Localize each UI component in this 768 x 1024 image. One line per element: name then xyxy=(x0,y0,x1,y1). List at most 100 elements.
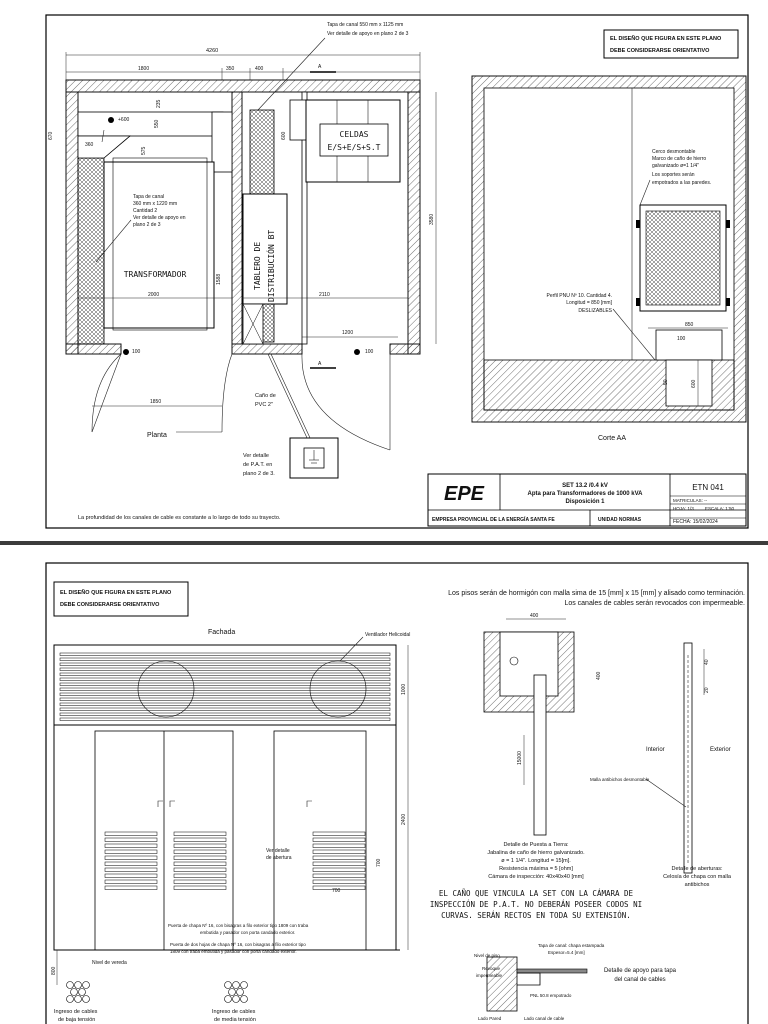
sheet-1-drawing: EL DISEÑO QUE FIGURA EN ESTE PLANO DEBE … xyxy=(45,14,749,529)
epe-logo: EPE xyxy=(444,483,485,505)
title-line-1: SET 13.2 /0.4 kV xyxy=(562,483,608,489)
pat-detail-3: ø = 1 1/4". Longitud = 15[m]. xyxy=(501,858,571,864)
ver-pat-2: de P.A.T. en xyxy=(243,462,272,468)
section-mark-a-top: A xyxy=(318,64,322,70)
cable-duct-circle xyxy=(66,995,74,1003)
cable-duct-circle xyxy=(232,995,240,1003)
tapa-apoyo-1: Tapa de canal: chapa estampada xyxy=(538,943,605,948)
door-louver-slat xyxy=(104,843,158,848)
door-louver-slat xyxy=(104,879,158,884)
cano-pvc-2: PVC 2" xyxy=(255,402,273,408)
dim-700-horizontal: 700 xyxy=(332,888,341,894)
louver-slat xyxy=(59,662,391,666)
transformador-label: TRANSFORMADOR xyxy=(124,270,187,279)
dim-4260: 4260 xyxy=(206,48,218,54)
ventilador-label: Ventilador Helicoidal xyxy=(365,632,410,638)
puerta2-line-2: 1809 con traba embutida y pasador con po… xyxy=(170,949,297,954)
revoque-1: Revoque xyxy=(482,966,501,971)
ver-pat-1: Ver detalle xyxy=(243,453,269,459)
door-louver-slat xyxy=(104,873,158,878)
louver-slat xyxy=(59,687,391,691)
abertura-detail-1: Detalle de aberturas: xyxy=(671,866,723,872)
title-line-3: Disposición 1 xyxy=(565,499,605,505)
door-louver-slat xyxy=(173,861,227,866)
dim-670: 670 xyxy=(48,131,54,140)
plan-walls xyxy=(65,79,421,355)
sheet-2-drawing: EL DISEÑO QUE FIGURA EN ESTE PLANO DEBE … xyxy=(45,562,749,1024)
door-louver-slat xyxy=(173,831,227,836)
door-louver-slat xyxy=(312,855,366,860)
pat-detail-5: Cámara de inspección: 40x40x40 [mm] xyxy=(488,874,584,880)
corte-dim-600: 600 xyxy=(691,379,697,388)
exterior-label: Exterior xyxy=(710,747,731,753)
transformer: TRANSFORMADOR Tapa de canal 360 mm x 122… xyxy=(95,157,222,331)
title-line-2: Apta para Transformadores de 1000 kVA xyxy=(528,491,644,497)
canal-note-2: Ver detalle de apoyo en plano 2 de 3 xyxy=(327,31,409,37)
cano-note-2: INSPECCIÓN DE P.A.T. NO DEBERÁN POSEER C… xyxy=(430,900,642,909)
pat-detail-2: Jabalina de caño de hierro galvanizado. xyxy=(487,850,585,856)
etn-code: ETN 041 xyxy=(692,483,724,492)
empresa: EMPRESA PROVINCIAL DE LA ENERGÍA SANTA F… xyxy=(432,515,555,523)
abertura-detail-2: Celosía de chapa con malla xyxy=(663,874,732,880)
doors xyxy=(91,353,391,451)
pvc-pipe: Caño de PVC 2" Ver detalle de P.A.T. en … xyxy=(243,353,339,479)
door-louver-slat xyxy=(312,831,366,836)
door-louver-slat xyxy=(312,885,366,890)
door-louver-slat xyxy=(173,855,227,860)
corte-aa: Cerco desmontable Marco de caño de hierr… xyxy=(471,75,747,442)
door-louver-slat xyxy=(173,873,227,878)
cable-duct-circle xyxy=(240,995,248,1003)
hoja: HOJA: 1/3 xyxy=(673,506,694,511)
ver-abertura-2: de abertura xyxy=(266,855,292,861)
notice-box: EL DISEÑO QUE FIGURA EN ESTE PLANO DEBE … xyxy=(603,29,739,59)
cable-duct-circle xyxy=(74,995,82,1003)
dim-1000: 1000 xyxy=(401,684,407,695)
cable-duct-circle xyxy=(224,981,232,989)
door-louver-slat xyxy=(173,867,227,872)
tapa-canal-4: Ver detalle de apoyo en xyxy=(133,215,186,221)
perfil-note-2: Longitud = 850 [mm] xyxy=(566,300,612,306)
dim-20: 20 xyxy=(704,687,710,693)
corte-aa-label: Corte AA xyxy=(598,435,626,442)
tablero-label-2: DISTRIBUCIÓN BT xyxy=(265,230,276,302)
cable-duct-circle xyxy=(66,981,74,989)
dim-2400: 2400 xyxy=(401,814,407,825)
cable-duct-circle xyxy=(82,995,90,1003)
dim-1850: 1850 xyxy=(150,399,161,405)
louver-slat xyxy=(59,667,391,671)
pat-detail-1: Detalle de Puesta a Tierra: xyxy=(503,842,569,848)
level-100-left: 100 xyxy=(132,349,141,355)
corte-dim-850: 850 xyxy=(685,322,694,328)
louver-slat xyxy=(59,652,391,656)
door-louver-slat xyxy=(312,843,366,848)
fachada-label: Fachada xyxy=(208,629,235,636)
ingreso-bt-2: de baja tensión xyxy=(58,1017,95,1023)
fachada-elevation xyxy=(53,644,400,951)
door-louver-slat xyxy=(104,861,158,866)
cerco-note-1: Cerco desmontable xyxy=(652,149,696,155)
dim-700-vertical: 700 xyxy=(376,858,382,867)
louver-slat xyxy=(59,712,391,716)
cable-duct-circle xyxy=(236,988,244,996)
revoque-2: impermeable xyxy=(476,973,503,978)
ventilation-louvers xyxy=(59,652,391,721)
cerco-note-2: Marco de caño de hierro xyxy=(652,156,706,162)
cable-duct-circle xyxy=(240,981,248,989)
abertura-detail: 40 20 Interior Exterior Malla antibichos… xyxy=(590,642,732,888)
perfil-note-3: DESLIZABLES xyxy=(578,308,612,314)
dim-400-top: 400 xyxy=(530,613,539,619)
fecha: FECHA: 15/02/2024 xyxy=(673,519,718,525)
door-louvers xyxy=(104,831,366,890)
section-mark-a-bottom: A xyxy=(318,361,322,367)
puerta1-line-2: embutida y pasador con porta candado ext… xyxy=(200,930,295,935)
dim-2110: 2110 xyxy=(319,292,330,298)
notice2-line-1: EL DISEÑO QUE FIGURA EN ESTE PLANO xyxy=(60,589,172,596)
dim-40: 40 xyxy=(704,659,710,665)
cano-pvc-1: Caño de xyxy=(255,393,276,399)
louver-slat xyxy=(59,677,391,681)
cable-canals: +600 xyxy=(77,109,275,345)
nivel-vereda: Nivel de vereda xyxy=(92,960,127,966)
dim-1588: 1588 xyxy=(216,274,222,285)
louver-slat xyxy=(59,702,391,706)
ingreso-mt-2: de media tensión xyxy=(214,1017,256,1023)
